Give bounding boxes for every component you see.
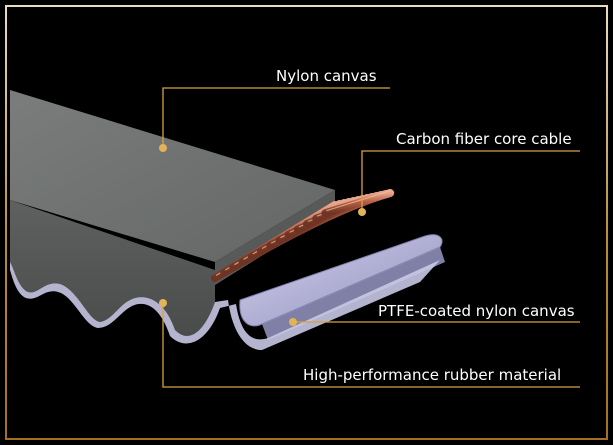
leader-rubber	[162, 303, 580, 388]
leader-carbon-core	[361, 150, 580, 212]
frame-border	[5, 5, 608, 440]
teeth-canvas-lining	[10, 260, 440, 350]
carbon-core-cables	[211, 189, 395, 282]
leader-nylon-canvas	[162, 87, 390, 148]
dot-carbon-core	[358, 208, 366, 216]
label-ptfe-canvas: PTFE-coated nylon canvas	[378, 302, 575, 320]
core-cable-strand	[321, 189, 395, 218]
rubber-top	[10, 90, 335, 262]
dot-nylon-canvas	[159, 144, 167, 152]
core-cable-highlight	[326, 189, 392, 212]
dot-rubber	[159, 299, 167, 307]
dot-ptfe-canvas	[289, 318, 297, 326]
ptfe-canvas-edge	[262, 247, 445, 340]
label-carbon-core: Carbon fiber core cable	[396, 130, 572, 148]
label-rubber: High-performance rubber material	[303, 366, 561, 384]
label-nylon-canvas: Nylon canvas	[276, 67, 377, 85]
